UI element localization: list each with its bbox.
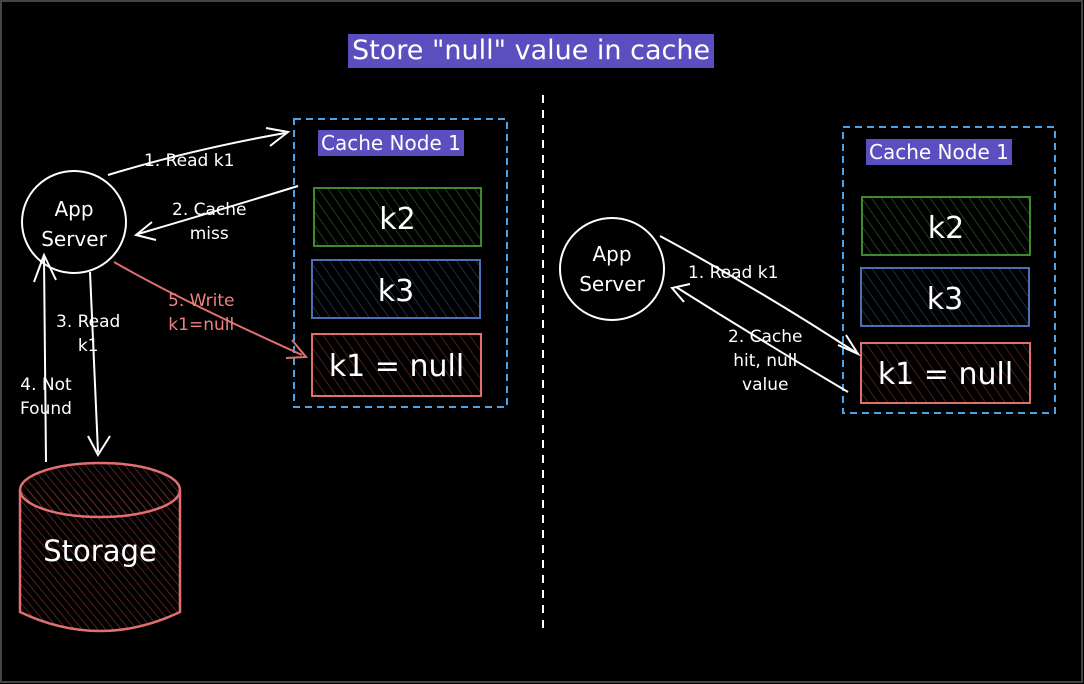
left-label-k3: k3 bbox=[377, 274, 415, 309]
left-arrow-not-found bbox=[33, 252, 57, 463]
right-app-server-label: App Server bbox=[562, 239, 662, 299]
right-box-k2 bbox=[861, 196, 1031, 256]
right-app-server-line2: Server bbox=[579, 272, 645, 296]
right-label-cache-hit-line3: value bbox=[742, 375, 789, 395]
left-app-server-line1: App bbox=[54, 197, 94, 221]
right-label-cache-hit: 2. Cache hit, null value bbox=[728, 325, 803, 397]
left-app-server-line2: Server bbox=[41, 227, 107, 251]
right-app-server-circle bbox=[559, 217, 665, 321]
left-label-k2: k2 bbox=[379, 202, 416, 237]
left-label-read-storage-line1: 3. Read bbox=[56, 312, 121, 332]
left-label-read-storage-line2: k1 bbox=[77, 336, 99, 356]
right-label-cache-hit-line2: hit, null bbox=[733, 351, 798, 371]
right-arrow-cache-hit bbox=[670, 283, 849, 393]
right-label-cache-hit-line1: 2. Cache bbox=[728, 327, 803, 347]
page-title: Store "null" value in cache bbox=[348, 34, 715, 68]
right-box-k1-null bbox=[860, 342, 1031, 404]
right-box-k3 bbox=[860, 267, 1030, 327]
left-arrow-write bbox=[113, 261, 309, 359]
left-cache-node-container bbox=[293, 118, 508, 408]
storage-cylinder bbox=[18, 461, 182, 633]
right-cache-node-title: Cache Node 1 bbox=[866, 139, 1012, 165]
left-label-read-k1: 1. Read k1 bbox=[144, 151, 235, 171]
right-app-server-line1: App bbox=[592, 242, 632, 266]
left-box-k3 bbox=[311, 259, 481, 319]
left-app-server-circle bbox=[21, 170, 127, 274]
left-label-write: 5. Write k1=null bbox=[168, 289, 235, 337]
left-arrow-read-storage bbox=[87, 271, 111, 457]
left-label-not-found: 4. Not Found bbox=[20, 373, 72, 421]
left-cache-node-title: Cache Node 1 bbox=[318, 130, 464, 156]
left-label-cache-miss-line1: 2. Cache bbox=[172, 200, 247, 220]
left-label-cache-miss-line2: miss bbox=[189, 224, 229, 244]
right-label-read-k1: 1. Read k1 bbox=[688, 263, 779, 283]
left-label-k1-null: k1 = null bbox=[328, 349, 465, 384]
left-app-server-label: App Server bbox=[24, 194, 124, 254]
left-label-not-found-line1: 4. Not bbox=[20, 375, 72, 395]
right-arrow-read-k1 bbox=[659, 235, 861, 357]
left-arrow-cache-miss bbox=[133, 185, 299, 241]
right-label-k2: k2 bbox=[927, 211, 965, 246]
left-label-write-line2: k1=null bbox=[168, 315, 235, 335]
right-cache-node-container bbox=[842, 126, 1056, 414]
left-arrow-read-k1 bbox=[107, 127, 291, 176]
right-label-k3: k3 bbox=[926, 282, 964, 317]
left-label-not-found-line2: Found bbox=[20, 399, 72, 419]
left-box-k1-null bbox=[311, 333, 482, 397]
storage-label: Storage bbox=[43, 534, 157, 568]
left-box-k2 bbox=[313, 187, 482, 247]
right-label-k1-null: k1 = null bbox=[877, 357, 1014, 392]
left-label-write-line1: 5. Write bbox=[168, 291, 235, 311]
left-label-read-storage: 3. Read k1 bbox=[56, 310, 120, 358]
left-label-cache-miss: 2. Cache miss bbox=[172, 198, 247, 246]
